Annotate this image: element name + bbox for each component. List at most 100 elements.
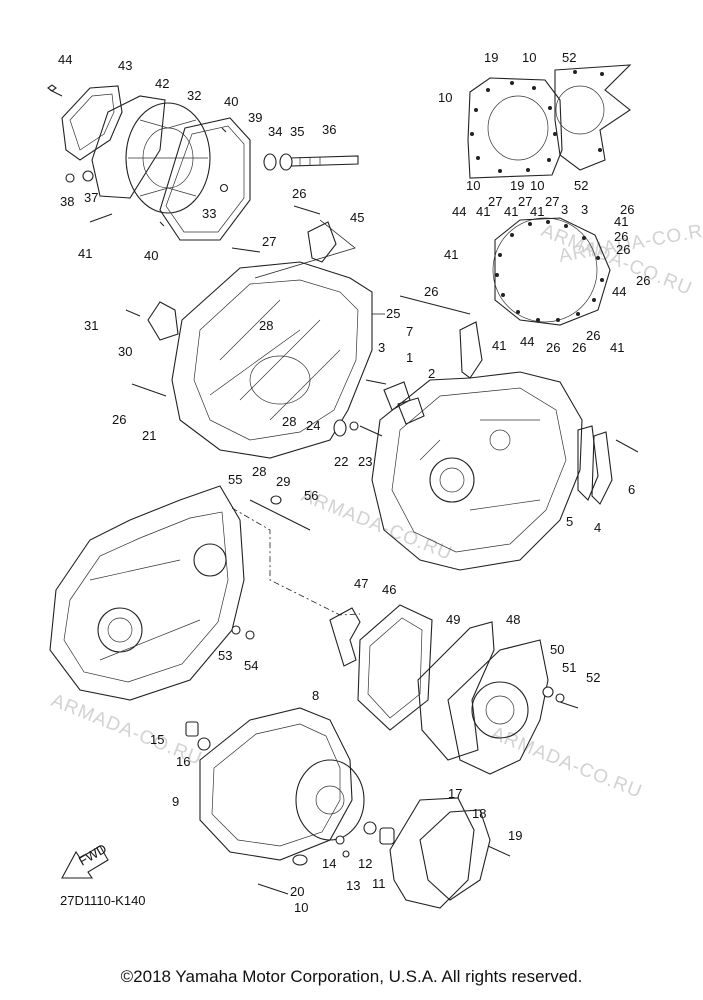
callout-number: 41: [78, 246, 92, 261]
callout-number: 28: [282, 414, 296, 429]
callout-number: 26: [620, 202, 634, 217]
callout-number: 29: [276, 474, 290, 489]
callout-number: 52: [586, 670, 600, 685]
callout-number: 26: [586, 328, 600, 343]
callout-number: 44: [612, 284, 626, 299]
callout-number: 19: [508, 828, 522, 843]
callout-number: 18: [472, 806, 486, 821]
callout-number: 47: [354, 576, 368, 591]
callout-number: 41: [504, 204, 518, 219]
callout-number: 21: [142, 428, 156, 443]
callout-number: 8: [312, 688, 319, 703]
callout-number: 51: [562, 660, 576, 675]
callout-number: 28: [259, 318, 273, 333]
callout-number: 33: [202, 206, 216, 221]
callout-number: 41: [614, 214, 628, 229]
left-cover-assembly: [47, 84, 359, 241]
callout-number: 26: [572, 340, 586, 355]
callout-number: 22: [334, 454, 348, 469]
callout-number: 48: [506, 612, 520, 627]
clutch-cover-gasket-detail: [467, 64, 632, 179]
callout-number: 46: [382, 582, 396, 597]
callout-number: 27: [545, 194, 559, 209]
callout-number: 44: [58, 52, 72, 67]
callout-number: 54: [244, 658, 258, 673]
callout-number: 41: [530, 204, 544, 219]
callout-number: 3: [581, 202, 588, 217]
callout-number: 26: [424, 284, 438, 299]
copyright-text: ©2018 Yamaha Motor Corporation, U.S.A. A…: [120, 967, 583, 986]
callout-number: 24: [306, 418, 320, 433]
callout-number: 3: [561, 202, 568, 217]
callout-number: 15: [150, 732, 164, 747]
callout-number: 34: [268, 124, 282, 139]
callout-number: 49: [446, 612, 460, 627]
callout-number: 52: [562, 50, 576, 65]
callout-number: 42: [155, 76, 169, 91]
callout-number: 27: [488, 194, 502, 209]
callout-number: 53: [218, 648, 232, 663]
callout-number: 10: [294, 900, 308, 915]
callout-number: 26: [614, 229, 628, 244]
callout-number: 37: [84, 190, 98, 205]
callout-number: 30: [118, 344, 132, 359]
callout-number: 5: [566, 514, 573, 529]
callout-number: 28: [252, 464, 266, 479]
diagram-code: 27D1110-K140: [60, 893, 146, 908]
callout-number: 41: [444, 247, 458, 262]
callout-number: 27: [262, 234, 276, 249]
callout-number: 32: [187, 88, 201, 103]
callout-number: 36: [322, 122, 336, 137]
callout-number: 44: [452, 204, 466, 219]
callout-number: 9: [172, 794, 179, 809]
callout-number: 20: [290, 884, 304, 899]
callout-number: 10: [438, 90, 452, 105]
bracket-45: [254, 205, 356, 279]
crankcase-bolt-pattern-detail: [492, 217, 611, 326]
watermarks: ARMADA-CO.RU ARMADA-CO.RU ARMADA-CO.RU A…: [48, 218, 703, 803]
callout-number: 26: [292, 186, 306, 201]
callout-number: 26: [546, 340, 560, 355]
callout-number: 10: [466, 178, 480, 193]
callout-number: 41: [476, 204, 490, 219]
callout-number: 44: [520, 334, 534, 349]
callout-number: 43: [118, 58, 132, 73]
callout-number: 13: [346, 878, 360, 893]
callout-number: 19: [510, 178, 524, 193]
callout-number: 19: [484, 50, 498, 65]
callout-number: 7: [406, 324, 413, 339]
cover-48: [447, 639, 579, 775]
callout-number: 6: [628, 482, 635, 497]
callout-number: 56: [304, 488, 318, 503]
callout-number: 10: [530, 178, 544, 193]
callout-number: 14: [322, 856, 336, 871]
callout-number: 41: [610, 340, 624, 355]
callout-number: 27: [518, 194, 532, 209]
callout-number: 35: [290, 124, 304, 139]
callout-number: 10: [522, 50, 536, 65]
callout-number: 12: [358, 856, 372, 871]
centerline: [231, 507, 361, 616]
callout-number: 26: [616, 242, 630, 257]
callout-number: 2: [428, 366, 435, 381]
callout-number: 55: [228, 472, 242, 487]
callout-number: 31: [0, 0, 14, 3]
callout-number: 31: [84, 318, 98, 333]
callout-number: 1: [406, 350, 413, 365]
callout-number: 3: [378, 340, 385, 355]
callout-number: 40: [224, 94, 238, 109]
callout-number: 39: [248, 110, 262, 125]
cover-47-46: [329, 604, 433, 731]
callout-number: 4: [594, 520, 601, 535]
cover-17-18: [389, 797, 511, 909]
fwd-arrow-icon: FWD: [61, 841, 109, 879]
callout-number: 11: [372, 876, 386, 891]
callout-number: 38: [60, 194, 74, 209]
crankcase-cover-8: [185, 707, 395, 895]
callout-number: 40: [144, 248, 158, 263]
callout-number: 52: [574, 178, 588, 193]
callout-number: 17: [448, 786, 462, 801]
callout-number: 50: [550, 642, 564, 657]
